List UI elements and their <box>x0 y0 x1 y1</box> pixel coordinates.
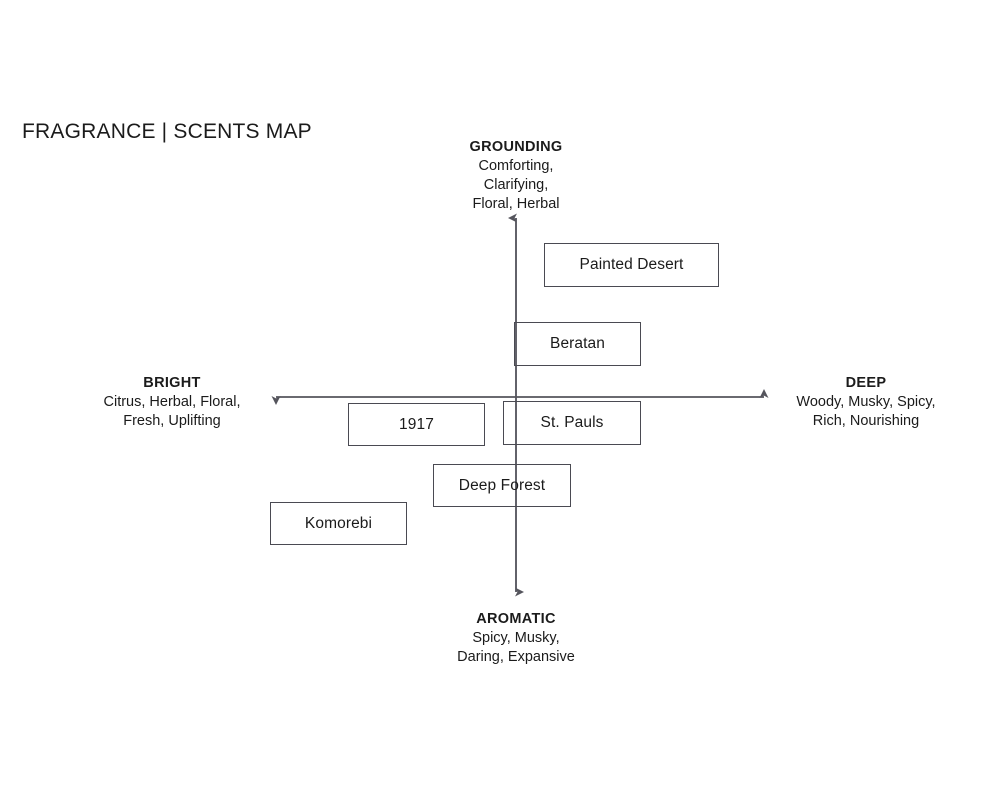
scent-box-st-pauls[interactable]: St. Pauls <box>503 401 641 445</box>
scent-box-1917[interactable]: 1917 <box>348 403 485 446</box>
scent-box-painted-desert[interactable]: Painted Desert <box>544 243 719 287</box>
axis-pole-bright-name: BRIGHT <box>143 375 201 391</box>
axis-pole-aromatic: AROMATIC Spicy, Musky,Daring, Expansive <box>416 610 616 667</box>
axis-pole-deep: DEEP Woody, Musky, Spicy,Rich, Nourishin… <box>766 374 966 431</box>
scent-box-deep-forest[interactable]: Deep Forest <box>433 464 571 507</box>
axis-pole-deep-description: Woody, Musky, Spicy,Rich, Nourishing <box>796 394 936 429</box>
axis-pole-deep-name: DEEP <box>845 375 887 391</box>
axis-pole-bright-description: Citrus, Herbal, Floral,Fresh, Uplifting <box>103 394 241 429</box>
axis-pole-bright: BRIGHT Citrus, Herbal, Floral,Fresh, Upl… <box>74 374 270 431</box>
axis-pole-grounding: GROUNDING Comforting,Clarifying,Floral, … <box>416 138 616 214</box>
axis-pole-aromatic-name: AROMATIC <box>476 611 556 627</box>
page-title: FRAGRANCE | SCENTS MAP <box>22 120 312 143</box>
scent-box-komorebi[interactable]: Komorebi <box>270 502 407 545</box>
axis-pole-aromatic-description: Spicy, Musky,Daring, Expansive <box>457 630 575 665</box>
scent-box-beratan[interactable]: Beratan <box>514 322 641 366</box>
axis-pole-grounding-description: Comforting,Clarifying,Floral, Herbal <box>472 158 560 212</box>
axis-pole-grounding-name: GROUNDING <box>469 139 563 155</box>
